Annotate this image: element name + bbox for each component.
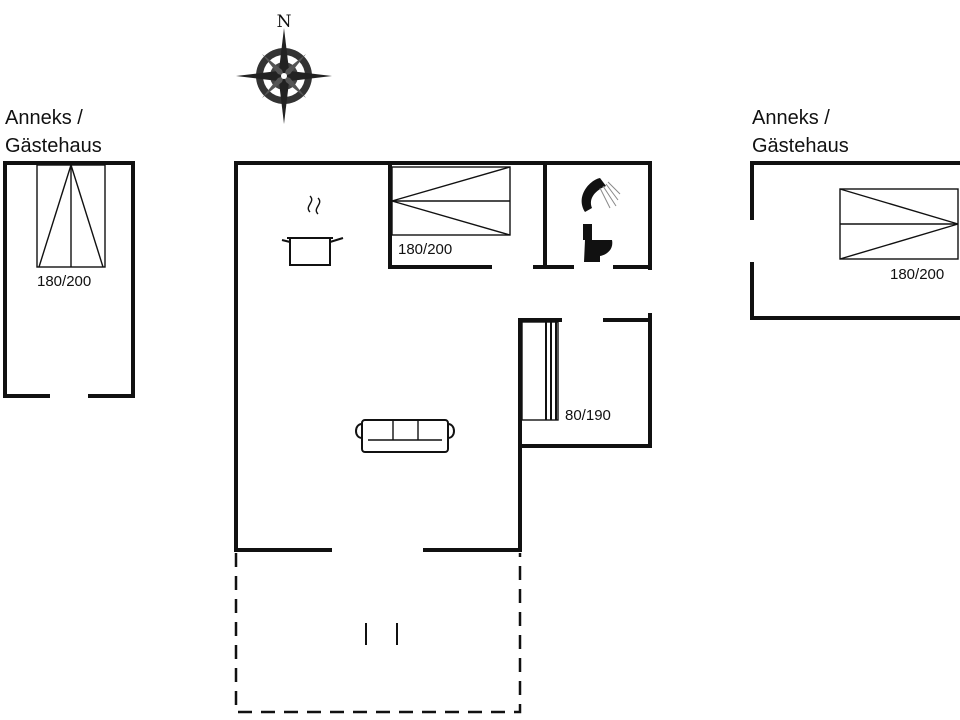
north-label: N <box>277 12 292 32</box>
annex-right-title-line2: Gästehaus <box>752 135 849 157</box>
annex-left-bed <box>36 164 106 268</box>
annex-left-title-line1: Anneks / <box>5 107 83 129</box>
annex-right-bed <box>839 188 959 260</box>
annex-left-title-line2: Gästehaus <box>5 135 102 157</box>
main-bedroom-bed-size: 180/200 <box>398 241 452 258</box>
annex-left-bed-size: 180/200 <box>37 273 91 290</box>
shower-icon <box>581 178 621 212</box>
small-bed <box>521 321 559 421</box>
compass-rose-icon <box>236 28 332 124</box>
sofa-icon <box>355 419 455 453</box>
annex-right-title-line1: Anneks / <box>752 107 830 129</box>
cooking-pot-icon <box>281 195 344 266</box>
small-bed-size: 80/190 <box>565 407 611 424</box>
annex-left-walls <box>3 161 135 398</box>
annex-right-bed-size: 180/200 <box>890 266 944 283</box>
main-house-walls <box>234 161 652 552</box>
toilet-icon <box>583 224 613 262</box>
terrace-outline <box>234 553 522 714</box>
annex-right-walls <box>750 161 960 320</box>
main-bedroom-bed <box>391 166 511 236</box>
